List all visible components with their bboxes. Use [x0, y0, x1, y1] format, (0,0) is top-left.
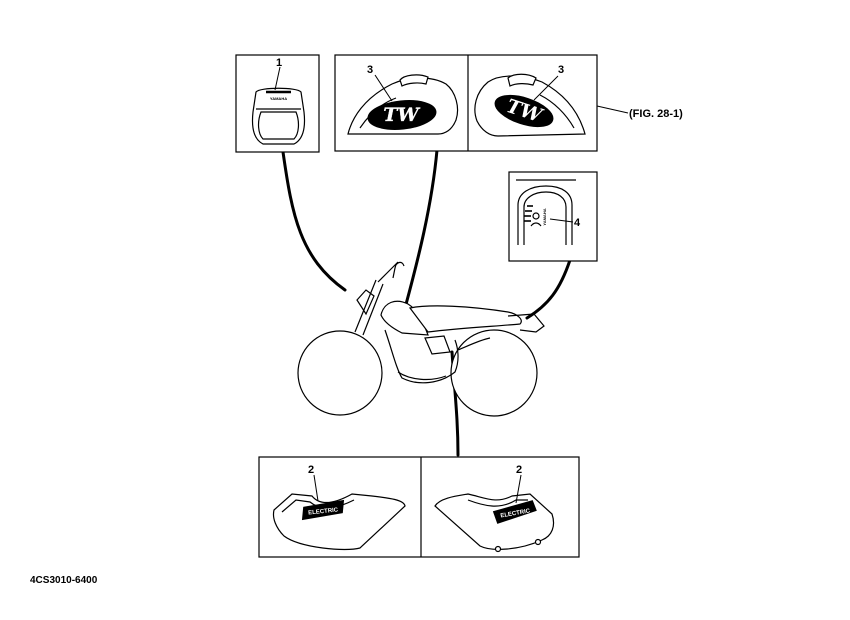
callout-1: 1 — [276, 57, 282, 69]
fig-ref-leader — [596, 105, 629, 114]
rear-emblem-brand-text: YAMAHA — [542, 208, 547, 225]
headlight-emblem-box: YAMAHA 1 — [235, 54, 320, 153]
tank-left-logo: TW — [383, 104, 420, 126]
callout-2-right: 2 — [516, 464, 522, 476]
leader-line-rear — [525, 258, 572, 320]
rear-fender-drawing — [516, 179, 576, 245]
tank-left-callout-leader — [374, 74, 393, 102]
rear-emblem-stripes — [524, 205, 533, 222]
headlight-cowl-drawing — [251, 87, 306, 145]
motorcycle-drawing — [297, 261, 545, 417]
figure-reference: (FIG. 28-1) — [629, 108, 683, 120]
front-wheel — [297, 330, 383, 416]
headlight-callout-leader — [274, 66, 281, 91]
leader-line-headlight — [281, 150, 347, 292]
side-cover-left-drawing — [272, 493, 406, 551]
side-cover-graphic-box: ELECTRIC 2 ELECTRIC 2 — [258, 456, 580, 558]
side-cover-left-callout-leader — [313, 474, 319, 502]
drawing-number: 4CS3010-6400 — [30, 575, 98, 586]
callout-3-right: 3 — [558, 64, 564, 76]
callout-3-left: 3 — [367, 64, 373, 76]
callout-2-left: 2 — [308, 464, 314, 476]
rear-emblem-callout-leader — [549, 218, 574, 223]
rear-wheel — [450, 329, 538, 417]
tank-left-drawing — [347, 74, 459, 135]
rear-emblem-box: YAMAHA 4 — [508, 171, 598, 262]
tank-right-drawing — [474, 73, 586, 137]
leader-line-tank — [403, 148, 439, 310]
side-cover-right-drawing — [434, 493, 555, 553]
tank-graphic-box: TW 3 TW 3 (FIG. 28-1) — [334, 54, 683, 152]
tank-right-callout-leader — [533, 75, 559, 101]
side-cover-right-callout-leader — [515, 474, 522, 504]
headlight-emblem-brand-text: YAMAHA — [270, 96, 287, 101]
side-cover-left-decal-text: ELECTRIC — [308, 507, 339, 516]
callout-4: 4 — [574, 217, 581, 229]
side-cover-right-decal-text: ELECTRIC — [500, 508, 531, 519]
